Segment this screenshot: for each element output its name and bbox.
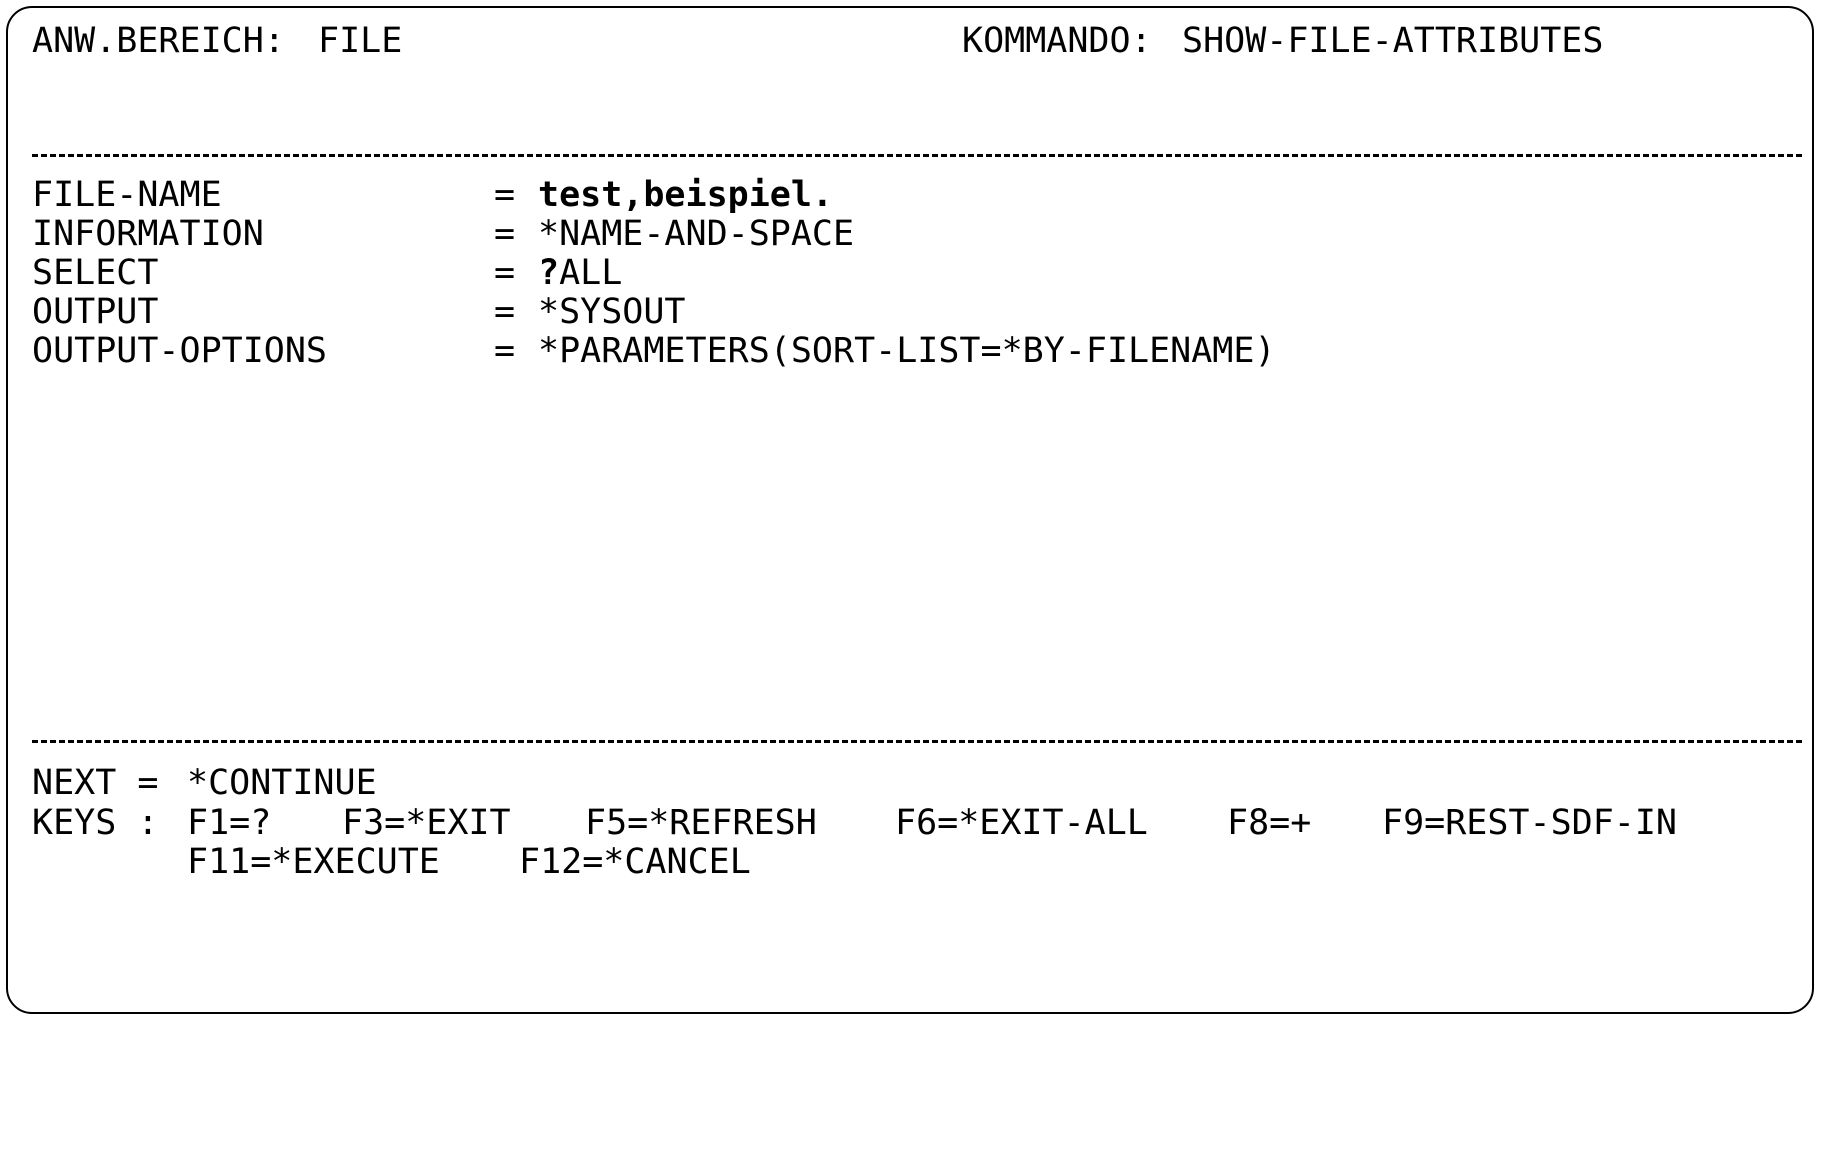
area-value: FILE (318, 21, 403, 61)
param-equals: = (494, 331, 516, 371)
command-label: KOMMANDO: (962, 21, 1152, 61)
param-equals: = (494, 175, 516, 215)
keys-label: KEYS : (32, 803, 180, 843)
key-f5[interactable]: F5=*REFRESH (585, 803, 817, 843)
param-equals: = (494, 292, 516, 332)
param-value-select[interactable]: ?ALL (538, 254, 622, 293)
key-f9[interactable]: F9=REST-SDF-IN (1382, 803, 1678, 843)
param-name: INFORMATION (32, 214, 264, 254)
param-value-output[interactable]: *SYSOUT (538, 292, 686, 332)
param-name: OUTPUT (32, 292, 159, 332)
key-f12[interactable]: F12=*CANCEL (519, 842, 751, 882)
param-equals: = (494, 214, 516, 254)
keys-line-1: KEYS : F1=? F3=*EXIT F5=*REFRESH F6=*EXI… (32, 804, 1677, 843)
query-marker: ? (538, 253, 560, 293)
key-f6[interactable]: F6=*EXIT-ALL (895, 803, 1148, 843)
keys-line-2: F11=*EXECUTE F12=*CANCEL (32, 843, 751, 882)
param-equals: = (494, 253, 516, 293)
param-row-file-name[interactable]: FILE-NAME = test,beispiel. (32, 176, 833, 215)
param-value-output-options[interactable]: *PARAMETERS(SORT-LIST=*BY-FILENAME) (538, 331, 1276, 371)
key-f11[interactable]: F11=*EXECUTE (187, 842, 440, 882)
key-f3[interactable]: F3=*EXIT (342, 803, 511, 843)
header-line: ANW.BEREICH: FILE KOMMANDO: SHOW-FILE-AT… (32, 22, 1603, 61)
param-name: OUTPUT-OPTIONS (32, 331, 328, 371)
next-label: NEXT = (32, 763, 180, 803)
param-value-information[interactable]: *NAME-AND-SPACE (538, 214, 855, 254)
param-name: FILE-NAME (32, 175, 222, 215)
next-line[interactable]: NEXT = *CONTINUE (32, 764, 377, 803)
terminal-screen: ANW.BEREICH: FILE KOMMANDO: SHOW-FILE-AT… (6, 6, 1814, 1014)
area-label: ANW.BEREICH: (32, 21, 285, 61)
key-f8[interactable]: F8=+ (1227, 803, 1312, 843)
command-value: SHOW-FILE-ATTRIBUTES (1182, 21, 1604, 61)
select-value-text: ALL (559, 253, 623, 293)
key-f1[interactable]: F1=? (187, 803, 272, 843)
param-row-output[interactable]: OUTPUT = *SYSOUT (32, 293, 686, 332)
param-row-information[interactable]: INFORMATION = *NAME-AND-SPACE (32, 215, 854, 254)
separator-top (32, 154, 1802, 157)
param-value-file-name[interactable]: test,beispiel. (538, 175, 834, 215)
param-name: SELECT (32, 253, 159, 293)
param-row-select[interactable]: SELECT = ?ALL (32, 254, 622, 293)
separator-bottom (32, 740, 1802, 743)
next-input[interactable]: *CONTINUE (187, 763, 377, 803)
param-row-output-options[interactable]: OUTPUT-OPTIONS = *PARAMETERS(SORT-LIST=*… (32, 332, 1276, 371)
